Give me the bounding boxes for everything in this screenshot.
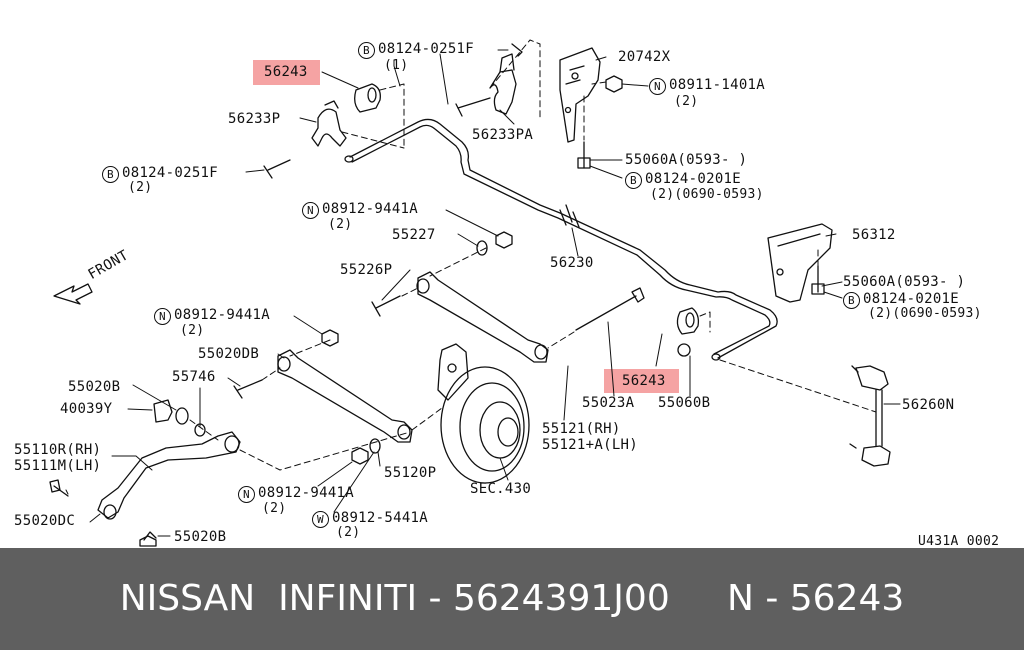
circled-n-icon: N (649, 78, 666, 95)
label-55060a-right: 55060A(0593- ) (843, 274, 966, 290)
label-bolt-right2-qty: (2)(0690-0593) (868, 306, 982, 321)
label-bolt-right1-qty: (2)(0690-0593) (650, 187, 764, 202)
label-55227: 55227 (392, 227, 436, 243)
label-nut-mid-number: 08912-9441A (322, 201, 419, 217)
label-nut-mid-qty: (2) (328, 217, 353, 232)
exploded-parts-diagram (49, 39, 901, 547)
highlight-box-mid (604, 369, 679, 393)
diagram-code: U431A 0002 (918, 534, 1000, 549)
circled-n-icon: N (154, 308, 171, 325)
label-nut-left-number: 08912-9441A (174, 307, 271, 323)
circled-n-icon: N (302, 202, 319, 219)
axle-hub-sec430 (437, 343, 530, 484)
label-55060a-top: 55060A(0593- ) (625, 152, 748, 168)
circled-b-icon: B (843, 292, 860, 309)
leader-lines (65, 49, 901, 537)
clamp-56233p (311, 100, 347, 147)
bracket-56312 (767, 223, 833, 303)
footer-part-number-text: NISSAN INFINITI - 5624391J00 N - 56243 (119, 578, 905, 619)
label-bolt-top-qty: (1) (384, 58, 409, 73)
lower-link-55120p (277, 349, 413, 443)
stabilizer-bar (344, 118, 778, 361)
label-bolt-left-number: 08124-0251F (122, 165, 219, 181)
label-56230: 56230 (550, 255, 594, 271)
circled-b-icon: B (358, 42, 375, 59)
label-55111m: 55111M(LH) (14, 458, 102, 474)
label-55746: 55746 (172, 369, 216, 385)
clamp-56233pa (489, 53, 517, 115)
stabilizer-link-56260n (849, 365, 891, 467)
label-washer-number: 08912-5441A (332, 510, 429, 526)
label-40039y: 40039Y (60, 401, 113, 417)
label-56260n: 56260N (902, 397, 955, 413)
label-nut-bot-qty: (2) (262, 501, 287, 516)
label-20742x: 20742X (618, 49, 671, 65)
label-55020b-bot: 55020B (174, 529, 227, 545)
label-nut-top-number: 08911-1401A (669, 77, 766, 93)
nuts-washers (139, 75, 691, 547)
label-56233pa: 56233PA (472, 127, 534, 143)
label-bolt-left-qty: (2) (128, 180, 153, 195)
label-56243-top: 56243 (264, 64, 308, 80)
dashed-guide-lines (189, 39, 877, 471)
label-nut-top-qty: (2) (674, 94, 699, 109)
arm-55110r (97, 431, 241, 520)
part-number-footer: NISSAN INFINITI - 5624391J00 N - 56243 (0, 548, 1024, 650)
label-55120p: 55120P (384, 465, 437, 481)
label-55110r: 55110R(RH) (14, 442, 102, 458)
bolts (49, 43, 825, 541)
label-nut-bot-number: 08912-9441A (258, 485, 355, 501)
label-55226p: 55226P (340, 262, 393, 278)
label-55020dc: 55020DC (14, 513, 76, 529)
label-55020db: 55020DB (198, 346, 260, 362)
label-56243-mid: 56243 (622, 373, 666, 389)
label-bolt-right2-number: 08124-0201E (863, 291, 960, 307)
label-55023a: 55023A (582, 395, 635, 411)
label-55020b-top: 55020B (68, 379, 121, 395)
bushing-top (354, 83, 381, 113)
label-nut-left-qty: (2) (180, 323, 205, 338)
label-bolt-right1-number: 08124-0201E (645, 171, 742, 187)
label-55121-lh: 55121+A(LH) (542, 437, 639, 453)
bracket-20742x (559, 47, 601, 143)
label-55060b: 55060B (658, 395, 711, 411)
label-washer-qty: (2) (336, 525, 361, 540)
front-arrow-icon (53, 283, 93, 305)
circled-b-icon: B (625, 172, 642, 189)
highlight-box-top (253, 60, 320, 85)
bushing-mid (676, 307, 700, 335)
label-bolt-top-number: 08124-0251F (378, 41, 475, 57)
upper-link-55226p (416, 271, 549, 363)
circled-b-icon: B (102, 166, 119, 183)
label-56312: 56312 (852, 227, 896, 243)
label-55121-rh: 55121(RH) (542, 421, 621, 437)
circled-w-icon: W (312, 511, 329, 528)
label-sec430: SEC.430 (470, 481, 532, 497)
circled-n-icon: N (238, 486, 255, 503)
label-56233p: 56233P (228, 111, 281, 127)
